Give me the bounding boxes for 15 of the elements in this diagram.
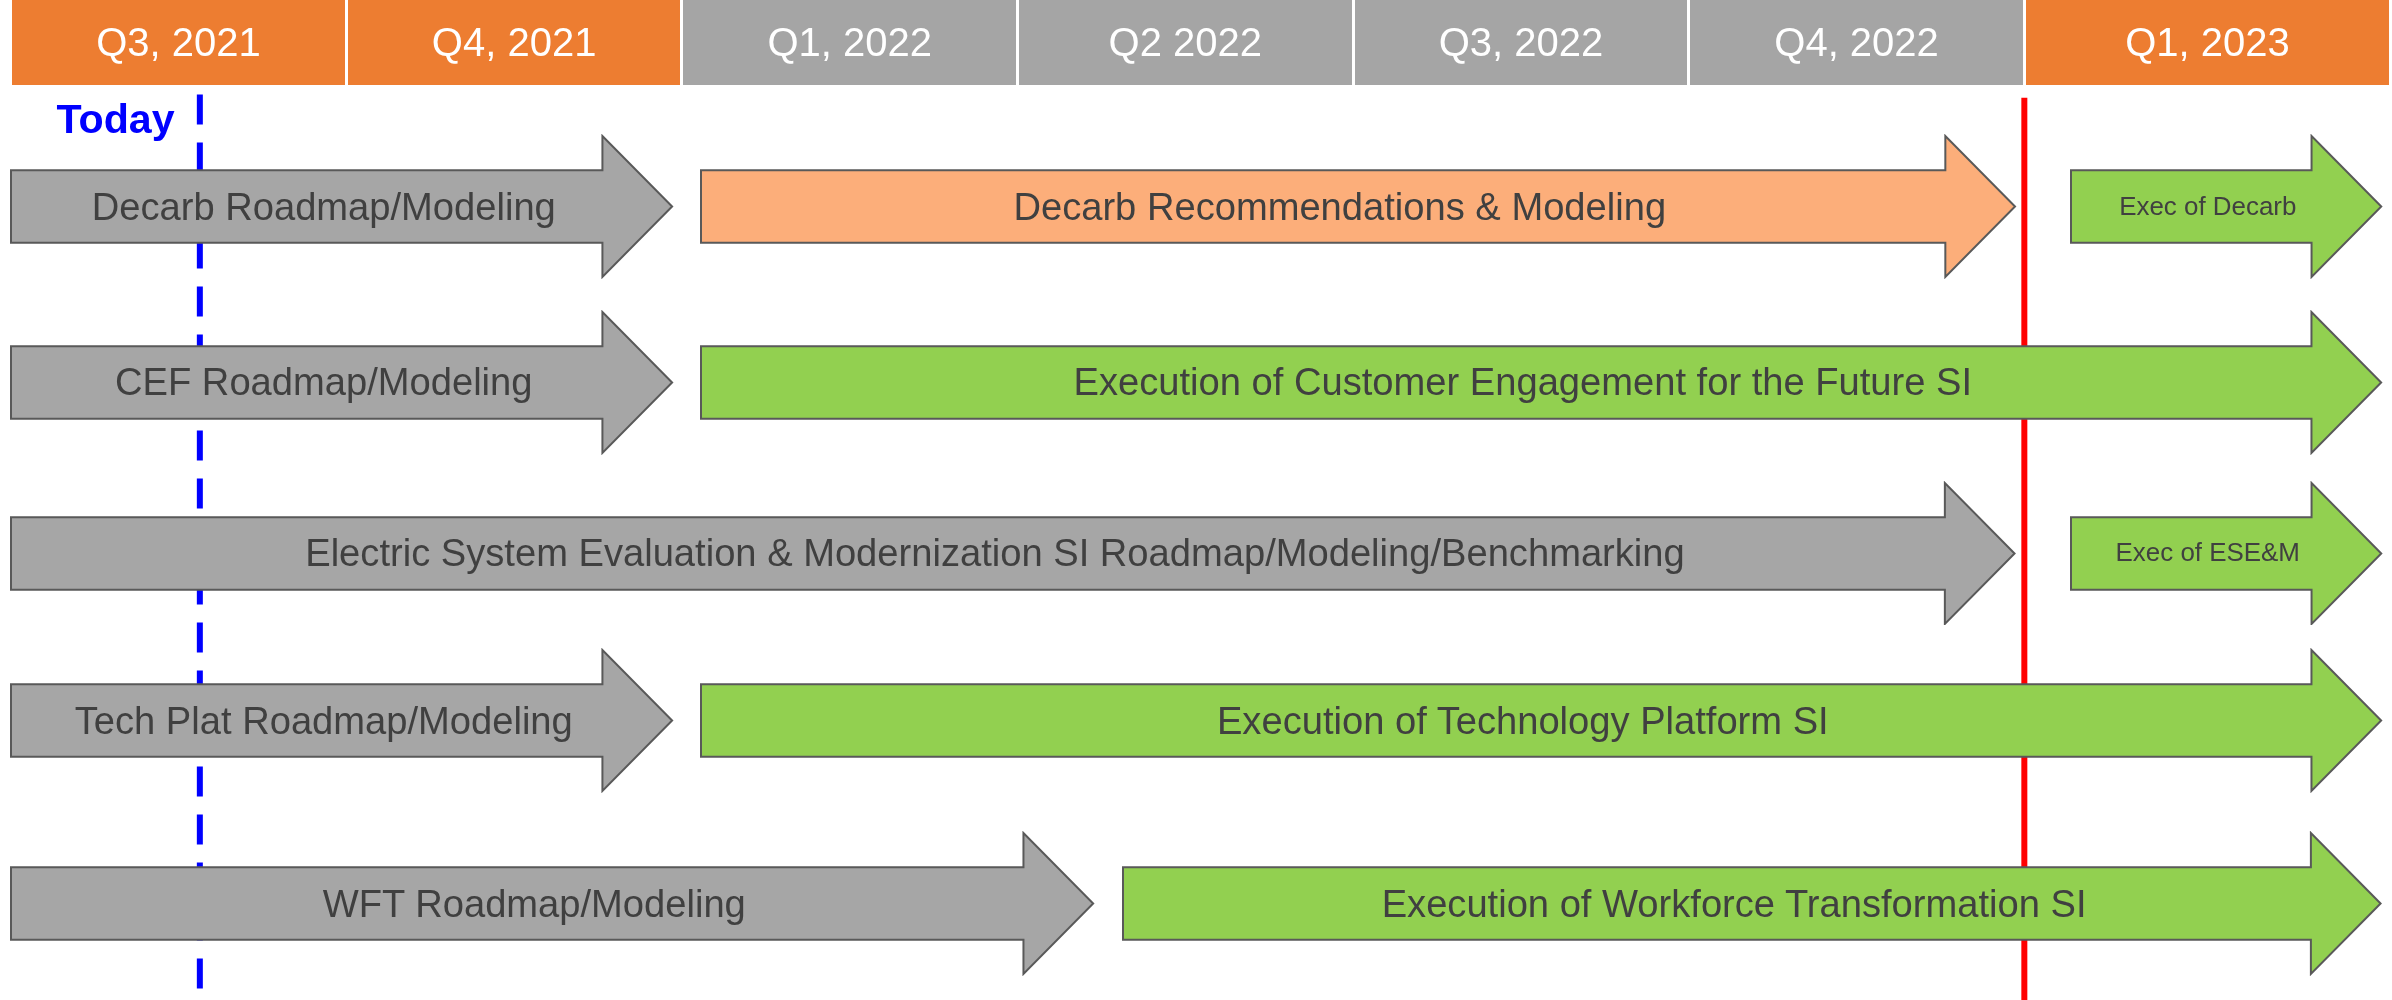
quarter-header: Q4, 2022 xyxy=(1690,0,2026,86)
arrow-label: Execution of Customer Engagement for the Future SI xyxy=(1072,359,1974,406)
arrow-label: Exec of ESE&M xyxy=(2114,537,2301,569)
arrow-label: Decarb Recommendations & Modeling xyxy=(1012,183,1668,230)
quarter-header: Q1, 2023 xyxy=(2025,0,2392,86)
arrow-label: Execution of Technology Platform SI xyxy=(1215,697,1830,744)
arrow-label: Decarb Roadmap/Modeling xyxy=(90,183,557,230)
quarter-header: Q2 2022 xyxy=(1019,0,1355,86)
arrow-label: Electric System Evaluation & Modernization SI Roadmap/Modeling/Benchmarking xyxy=(304,529,1686,576)
arrow-label: Tech Plat Roadmap/Modeling xyxy=(73,697,574,744)
arrow-label: CEF Roadmap/Modeling xyxy=(114,359,534,406)
arrow-label: WFT Roadmap/Modeling xyxy=(321,880,747,927)
arrow-label: Exec of Decarb xyxy=(2118,191,2298,223)
quarter-header: Q3, 2021 xyxy=(12,0,348,86)
arrow-label: Execution of Workforce Transformation SI xyxy=(1380,880,2088,927)
